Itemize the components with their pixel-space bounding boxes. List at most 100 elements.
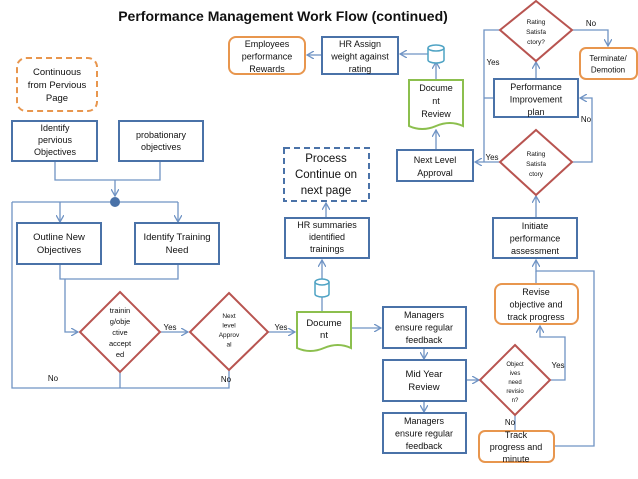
node-label-rating-satisfactory: ctory <box>529 171 544 178</box>
connectors <box>11 29 608 447</box>
node-label-hr-summaries: trainings <box>310 244 345 254</box>
mid-year-review <box>382 359 467 402</box>
node-label-rating-satisfactory: Satisfa <box>526 161 546 168</box>
rating-satisfactory-decision <box>498 128 574 197</box>
node-label-probationary: probationary <box>136 130 187 140</box>
node-label-document-review: Docume <box>419 83 453 93</box>
node-label-hr-summaries: identified <box>309 232 345 242</box>
training-accepted-decision <box>78 290 162 374</box>
node-label-training-accepted: ed <box>116 350 124 359</box>
node-label-terminate: Demotion <box>591 66 625 75</box>
node-label-identify-prev: Objectives <box>34 147 77 157</box>
rating-satisfactory-question-decision <box>498 0 574 63</box>
identify-previous-objectives <box>11 120 98 162</box>
no-label: No <box>48 374 59 383</box>
node-label-hr-summaries: HR summaries <box>297 220 357 230</box>
node-label-hr-assign: HR Assign <box>339 39 381 49</box>
node-label-managers-feedback-2: Managers <box>404 416 445 426</box>
probationary-objectives <box>118 120 204 162</box>
node-label-initiate-assessment: Initiate <box>522 221 549 231</box>
node-label-next-level-approval-dia: Approv <box>219 332 240 339</box>
node-label-performance-improvement: plan <box>527 107 544 117</box>
node-label-objectives-revision: n? <box>512 398 519 404</box>
yes-label: Yes <box>163 323 176 332</box>
outline-new-objectives <box>16 222 102 265</box>
node-label-rating-satisfactory-q: Satisfa <box>526 29 546 36</box>
initiate-performance-assessment <box>492 217 578 259</box>
node-label-track-progress: Track <box>505 430 528 440</box>
managers-ensure-feedback-2 <box>382 412 467 454</box>
node-label-managers-feedback-2: ensure regular <box>395 429 453 439</box>
node-label-document: Docume <box>306 318 341 329</box>
node-label-initiate-assessment: performance <box>510 234 561 244</box>
node-label-process-continue: Continue on <box>295 169 357 181</box>
node-label-employees-rewards: Rewards <box>249 64 285 74</box>
node-label-probationary: objectives <box>141 142 182 152</box>
node-label-mid-year: Mid Year <box>406 369 443 380</box>
identify-training-need <box>134 222 220 265</box>
node-label-process-continue: next page <box>301 185 352 197</box>
node-label-performance-improvement: Performance <box>510 82 562 92</box>
node-label-terminate: Terminate/ <box>589 54 627 63</box>
node-label-revise-objective: track progress <box>507 312 565 322</box>
node-label-document-review: Review <box>421 109 451 119</box>
node-label-managers-feedback-1: feedback <box>406 335 443 345</box>
yes-label: Yes <box>486 58 499 67</box>
node-label-identify-prev: pervious <box>38 135 73 145</box>
employees-performance-rewards <box>228 36 306 75</box>
node-label-track-progress: progress and <box>490 442 543 452</box>
node-label-continuous: from Pervious <box>28 80 87 91</box>
node-label-revise-objective: objective and <box>509 300 562 310</box>
node-label-identify-prev: Identify <box>40 123 70 133</box>
node-label-identify-training: Need <box>166 245 189 256</box>
node-label-initiate-assessment: assessment <box>511 246 560 256</box>
node-label-continuous: Page <box>46 93 68 104</box>
node-label-rating-satisfactory-q: ctory? <box>527 39 545 46</box>
node-label-training-accepted: trainin <box>110 306 130 315</box>
node-label-next-level-approval-dia: level <box>222 323 236 330</box>
node-label-mid-year: Review <box>408 382 439 393</box>
performance-improvement-plan <box>493 78 579 118</box>
document-shape <box>296 311 352 352</box>
hr-assign-weight <box>321 36 399 75</box>
no-label: No <box>505 418 516 427</box>
document-review-shape <box>408 79 464 130</box>
node-label-employees-rewards: Employees <box>245 39 290 49</box>
no-label: No <box>221 375 232 384</box>
node-label-outline-new: Objectives <box>37 245 82 256</box>
node-label-continuous: Continuous <box>33 67 81 78</box>
node-label-objectives-revision: ives <box>510 371 521 377</box>
node-label-objectives-revision: need <box>508 380 521 386</box>
junction-node <box>110 197 120 207</box>
node-label-managers-feedback-2: feedback <box>406 441 443 451</box>
node-label-next-level-approval-dia: Next <box>222 313 236 320</box>
node-label-identify-training: Identify Training <box>143 232 210 243</box>
track-progress-and-minute <box>478 430 555 463</box>
node-label-rating-satisfactory-q: Rating <box>527 19 546 26</box>
node-label-next-level-approval: Approval <box>417 168 453 178</box>
node-label-employees-rewards: performance <box>242 52 293 62</box>
node-label-managers-feedback-1: Managers <box>404 310 445 320</box>
node-label-training-accepted: ctive <box>112 328 127 337</box>
node-label-hr-assign: weight against <box>330 52 389 62</box>
node-label-next-level-approval: Next Level <box>414 155 457 165</box>
node-label-document-review: nt <box>432 96 440 106</box>
process-continue-next-page <box>283 147 370 202</box>
page-title: Performance Management Work Flow (contin… <box>118 8 448 24</box>
node-label-track-progress: minute <box>502 454 529 464</box>
node-label-next-level-approval-dia: al <box>226 342 232 349</box>
next-level-approval <box>396 149 474 182</box>
node-label-hr-assign: rating <box>349 64 372 74</box>
node-label-process-continue: Process <box>305 153 347 165</box>
node-label-managers-feedback-1: ensure regular <box>395 323 453 333</box>
objectives-need-revision-decision <box>478 343 552 417</box>
terminate-demotion <box>579 47 638 80</box>
next-level-approval-decision <box>188 291 270 372</box>
node-label-objectives-revision: Object <box>506 362 524 368</box>
no-label: No <box>581 115 592 124</box>
yes-label: Yes <box>551 361 564 370</box>
no-label: No <box>586 19 597 28</box>
node-label-revise-objective: Revise <box>522 287 550 297</box>
revise-objective-track-progress <box>494 283 579 325</box>
